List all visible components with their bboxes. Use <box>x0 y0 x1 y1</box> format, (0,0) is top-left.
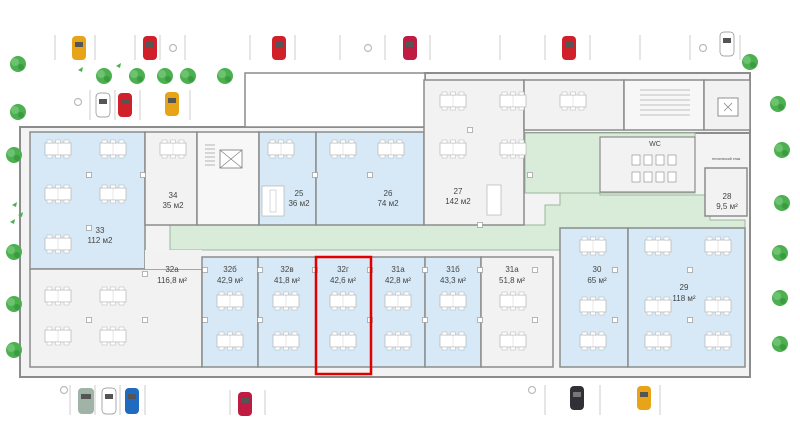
room-25-area: 36 м2 <box>288 199 310 208</box>
room-32b-area: 42,9 м² <box>217 276 243 285</box>
room-32a[interactable] <box>29 268 203 368</box>
room-28-name: 28 <box>723 192 732 201</box>
accessible-parking-icon <box>59 43 708 395</box>
room-30-area: 65 м² <box>587 276 607 285</box>
parking-lines <box>54 35 741 415</box>
desks <box>44 91 732 351</box>
room-28[interactable] <box>704 167 748 217</box>
room-31a-2[interactable] <box>480 256 554 368</box>
room-34-area: 35 м2 <box>162 201 184 210</box>
room-26-area: 74 м2 <box>377 199 399 208</box>
room-labels: 33 112 м2 34 35 м2 25 36 м2 26 74 м2 27 … <box>88 141 741 303</box>
room-32a-area: 116,8 м² <box>157 276 187 285</box>
service-room-label: технический этаж <box>712 157 741 161</box>
room-33-name: 33 <box>96 226 105 235</box>
room-31a-name: 31а <box>391 265 405 274</box>
room-32b-name: 32б <box>223 265 237 274</box>
room-27-name: 27 <box>454 187 463 196</box>
room-32a-name: 32а <box>165 265 179 274</box>
elevator-icon <box>219 97 739 169</box>
room-25-name: 25 <box>295 189 304 198</box>
selected-room-highlight <box>314 255 373 376</box>
room-26-name: 26 <box>384 189 393 198</box>
room-32g-area: 42,6 м² <box>330 276 356 285</box>
room-29-name: 29 <box>680 283 689 292</box>
room-30-name: 30 <box>593 265 602 274</box>
room-31a-2-area: 51,8 м² <box>499 276 525 285</box>
wc-stalls <box>631 154 677 183</box>
room-31b-name: 31б <box>446 265 460 274</box>
room-32v-area: 41,8 м² <box>274 276 300 285</box>
room-32v-name: 32в <box>280 265 293 274</box>
stair-block <box>196 131 260 226</box>
room-28-area: 9,5 м² <box>716 202 738 211</box>
stairs-icon <box>205 89 690 166</box>
room-27-area: 142 м2 <box>445 197 471 206</box>
room-32g-name: 32г <box>337 265 349 274</box>
room-29-area: 118 м² <box>672 294 695 303</box>
room-31a-area: 42,8 м² <box>385 276 411 285</box>
room-34-name: 34 <box>169 191 178 200</box>
room-33-area: 112 м2 <box>88 236 113 245</box>
room-31b-area: 43,3 м² <box>440 276 466 285</box>
wc-label: WC <box>649 141 661 148</box>
room-31a-2-name: 31а <box>505 265 519 274</box>
car-icon <box>72 31 735 416</box>
